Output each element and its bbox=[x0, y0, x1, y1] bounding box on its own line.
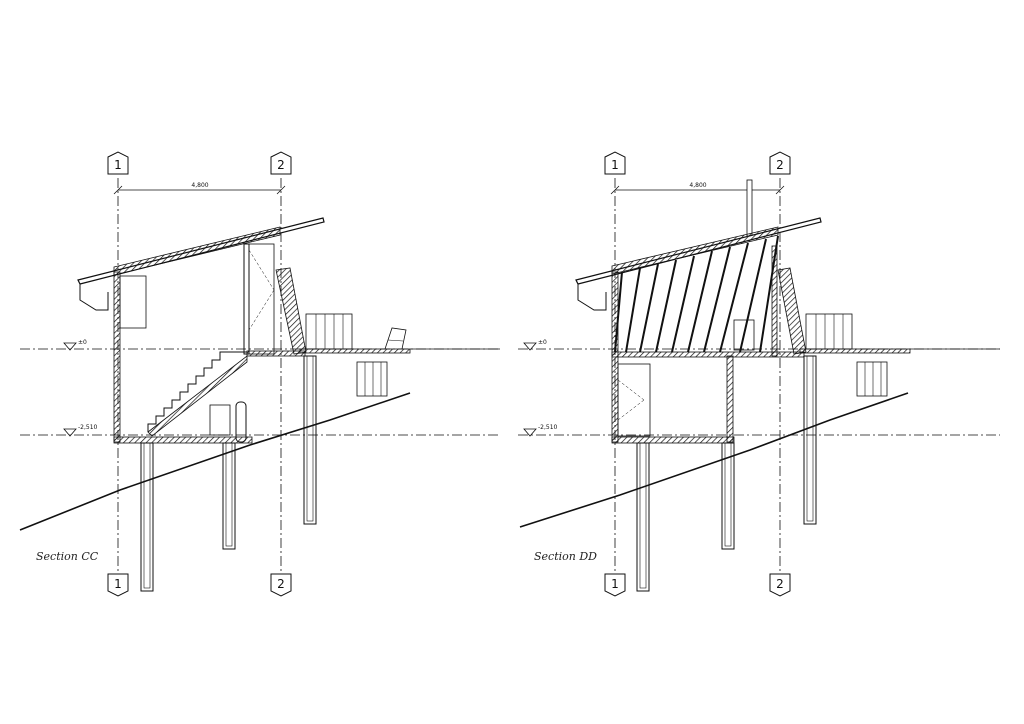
dimension-label: 4,800 bbox=[689, 182, 706, 189]
piles bbox=[636, 355, 817, 592]
door-right bbox=[248, 243, 275, 355]
appliance-box bbox=[209, 404, 231, 436]
railing bbox=[305, 313, 353, 350]
retaining-wall bbox=[275, 267, 307, 355]
section-dd: ±0 -2,510 1 2 1 2 4,800 bbox=[518, 151, 1000, 597]
grid-bubble-2-bottom bbox=[769, 573, 791, 597]
grid-label-2-top: 2 bbox=[776, 158, 784, 172]
gas-bottle bbox=[235, 401, 247, 443]
level-label-lower: -2,510 bbox=[78, 424, 98, 431]
wall-left bbox=[113, 271, 121, 443]
level-marker-lower bbox=[63, 428, 77, 437]
grid-bubble-1-bottom bbox=[604, 573, 626, 597]
deck bbox=[299, 348, 411, 354]
level-label-upper: ±0 bbox=[538, 339, 547, 346]
level-marker-lower bbox=[523, 428, 537, 437]
grid-label-2-bottom: 2 bbox=[776, 577, 784, 591]
level-label-lower: -2,510 bbox=[538, 424, 558, 431]
grid-label-2-top: 2 bbox=[277, 158, 285, 172]
wall-mid-lower bbox=[726, 355, 734, 443]
grid-bubble-2-top bbox=[769, 151, 791, 175]
window-left bbox=[119, 275, 147, 329]
grid-label-1-top: 1 bbox=[611, 158, 619, 172]
grid-label-1-top: 1 bbox=[114, 158, 122, 172]
gutter bbox=[79, 284, 109, 311]
floor-lower bbox=[113, 436, 253, 444]
railing bbox=[805, 313, 853, 350]
cabinet bbox=[733, 319, 755, 351]
floor-upper bbox=[611, 351, 805, 358]
floor-lower bbox=[611, 436, 735, 444]
grid-label-1-bottom: 1 bbox=[611, 577, 619, 591]
wall-right-upper bbox=[243, 243, 250, 355]
flue-pipe bbox=[746, 179, 753, 237]
deck bbox=[799, 348, 911, 354]
ceiling-joists bbox=[614, 235, 779, 353]
gutter bbox=[577, 284, 607, 311]
grid-label-1-bottom: 1 bbox=[114, 577, 122, 591]
door-lower bbox=[617, 363, 651, 437]
grid-bubble-1-top bbox=[107, 151, 129, 175]
piles bbox=[140, 355, 317, 592]
stair bbox=[147, 351, 247, 432]
stair-stringer bbox=[147, 355, 248, 437]
roof-structure bbox=[611, 226, 779, 275]
level-marker-upper bbox=[523, 342, 537, 351]
retaining-wall bbox=[777, 267, 807, 355]
grid-bubble-1-top bbox=[604, 151, 626, 175]
grid-bubble-2-top bbox=[270, 151, 292, 175]
steps-below-deck bbox=[356, 361, 388, 397]
grid-label-2-bottom: 2 bbox=[277, 577, 285, 591]
grid-bubble-1-bottom bbox=[107, 573, 129, 597]
steps-below-deck bbox=[856, 361, 888, 397]
wall-right-upper bbox=[771, 245, 778, 357]
grid-bubble-2-bottom bbox=[270, 573, 292, 597]
level-marker-upper bbox=[63, 342, 77, 351]
dimension-label: 4,800 bbox=[191, 182, 208, 189]
section-title: Section CC bbox=[36, 550, 99, 563]
floor-upper bbox=[246, 350, 306, 357]
section-cc: ±0 -2,510 1 2 1 2 4,800 bbox=[19, 151, 500, 597]
section-title: Section DD bbox=[534, 550, 597, 563]
roof-structure bbox=[113, 226, 281, 276]
deck-chair bbox=[384, 327, 407, 350]
ground-line bbox=[519, 392, 909, 528]
level-label-upper: ±0 bbox=[78, 339, 87, 346]
ground-line bbox=[19, 392, 411, 531]
